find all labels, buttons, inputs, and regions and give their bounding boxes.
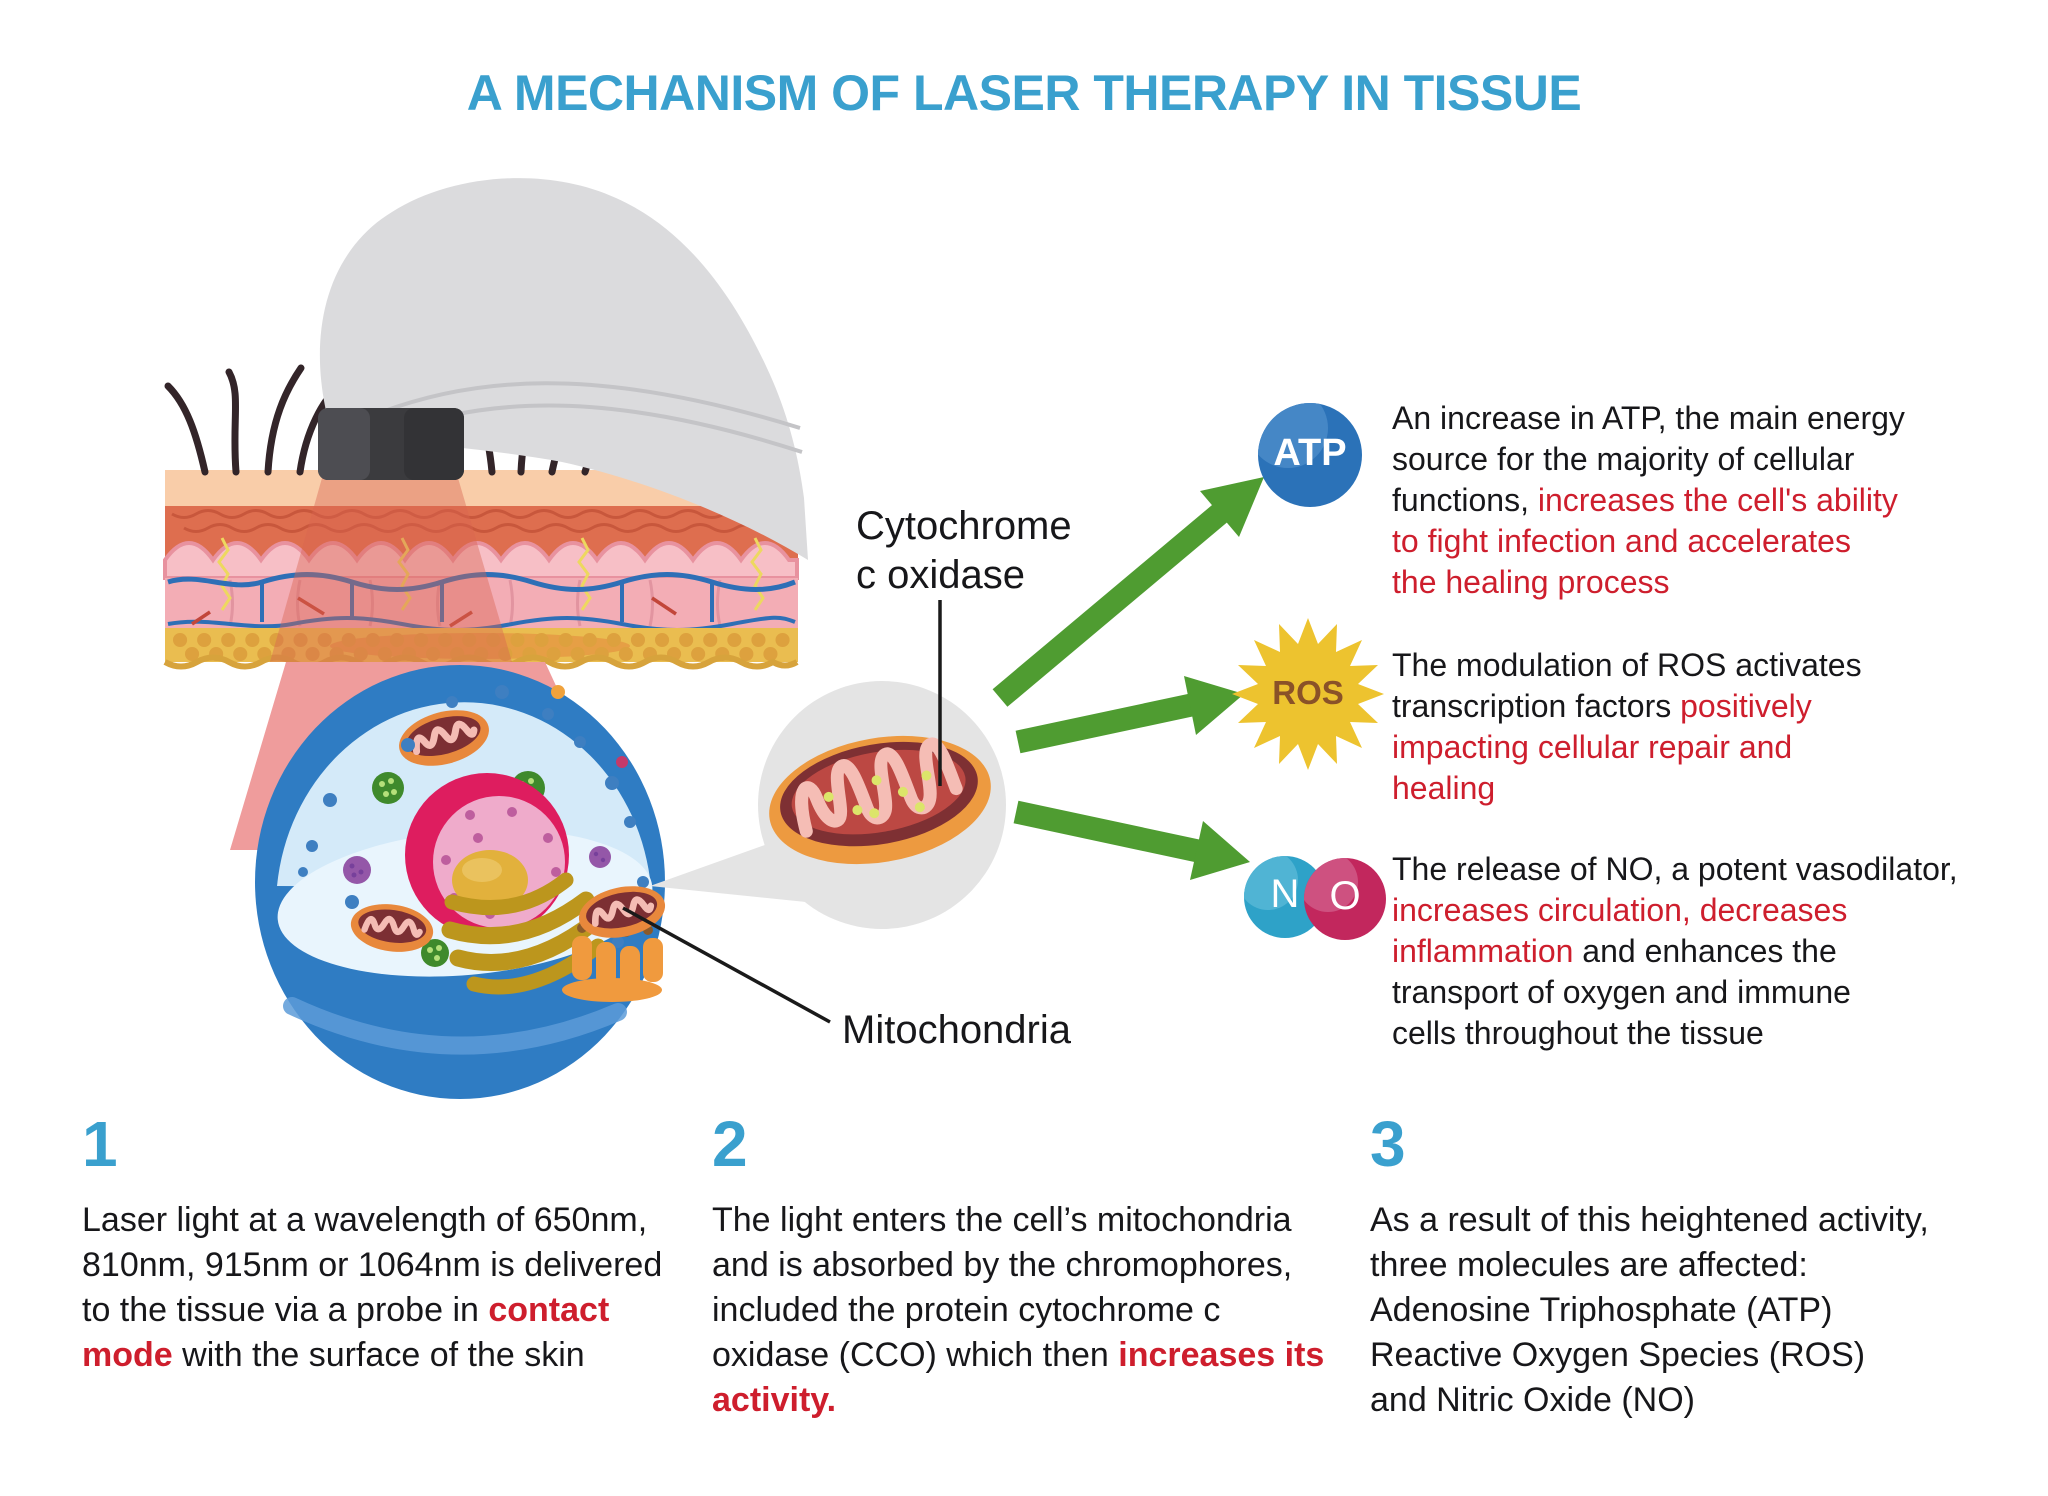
ros-icon-label: ROS xyxy=(1272,674,1344,711)
mitochondrion-highlighted xyxy=(578,886,666,938)
blood-vessels xyxy=(167,572,796,632)
cell xyxy=(255,665,666,1099)
text-segment: the healing process xyxy=(1392,564,1670,600)
text-segment: with the surface of the skin xyxy=(172,1336,585,1374)
text-segment: activity. xyxy=(712,1381,837,1419)
laser-beam-in-skin xyxy=(270,478,512,662)
arrow-to-no xyxy=(1013,800,1250,880)
text-segment: inflammation xyxy=(1392,933,1574,969)
text-segment: healing xyxy=(1392,770,1496,806)
page-title: A MECHANISM OF LASER THERAPY IN TISSUE xyxy=(466,65,1582,121)
text-segment: cells throughout the tissue xyxy=(1392,1015,1764,1051)
text-segment: increases circulation, decreases xyxy=(1392,892,1848,928)
text-segment: transcription factors xyxy=(1392,688,1681,724)
no-icon-o-label: O xyxy=(1329,874,1361,918)
text-segment: The modulation of ROS activates xyxy=(1392,647,1862,683)
no-icon-n-label: N xyxy=(1270,872,1300,916)
step-1: 1 Laser light at a wavelength of 650nm,8… xyxy=(82,1112,662,1378)
mitochondrion-small xyxy=(350,904,434,952)
text-segment: 810nm, 915nm or 1064nm is delivered xyxy=(82,1246,663,1284)
text-segment: As a result of this heightened activity, xyxy=(1370,1201,1929,1239)
text-segment: and is absorbed by the chromophores, xyxy=(712,1246,1293,1284)
ros-outcome-text: The modulation of ROS activates transcrip… xyxy=(1392,645,1862,809)
laser-probe xyxy=(318,178,808,560)
step-2-number: 2 xyxy=(712,1108,748,1180)
text-segment: The light enters the cell’s mitochondria xyxy=(712,1201,1292,1239)
text-segment: three molecules are affected: xyxy=(1370,1246,1808,1284)
text-segment: increases its xyxy=(1118,1336,1325,1374)
text-segment: source for the majority of cellular xyxy=(1392,441,1855,477)
mitochondrion-magnified xyxy=(769,735,991,865)
text-segment: to fight infection and accelerates xyxy=(1392,523,1851,559)
step-1-number: 1 xyxy=(82,1108,118,1180)
atp-icon-label: ATP xyxy=(1273,432,1347,474)
text-segment: oxidase (CCO) which then xyxy=(712,1336,1119,1374)
text-segment: Adenosine Triphosphate (ATP) xyxy=(1370,1291,1833,1329)
purple-organelle xyxy=(343,846,611,884)
mitochondrion-small xyxy=(399,710,489,766)
text-segment: Reactive Oxygen Species (ROS) xyxy=(1370,1336,1866,1374)
step-3-number: 3 xyxy=(1370,1108,1406,1180)
mitochondria-label: Mitochondria xyxy=(842,1008,1072,1052)
text-segment: to the tissue via a probe in xyxy=(82,1291,489,1329)
text-segment: mode xyxy=(82,1336,173,1374)
text-segment: The release of NO, a potent vasodilator, xyxy=(1392,851,1958,887)
text-segment: contact xyxy=(488,1291,610,1329)
atp-outcome-text: An increase in ATP, the main energy sourc… xyxy=(1392,398,1905,603)
step-2: 2 The light enters the cell’s mitochondr… xyxy=(712,1112,1324,1423)
probe-tip xyxy=(318,408,464,480)
step-1-text: Laser light at a wavelength of 650nm, 810… xyxy=(82,1198,662,1378)
text-segment: and enhances the xyxy=(1573,933,1837,969)
step-2-text: The light enters the cell’s mitochondria… xyxy=(712,1198,1324,1423)
arrow-to-ros xyxy=(1015,676,1244,754)
text-segment: included the protein cytochrome c xyxy=(712,1291,1221,1329)
text-segment: increases the cell's ability xyxy=(1537,482,1898,518)
text-segment: transport of oxygen and immune xyxy=(1392,974,1851,1010)
cytochrome-label: Cytochrome c oxidase xyxy=(856,502,1072,600)
skin-cross-section xyxy=(163,470,799,670)
magnifier-bubble xyxy=(650,681,1006,929)
step-3: 3 As a result of this heightened activit… xyxy=(1370,1112,1929,1423)
text-segment: An increase in ATP, the main energy xyxy=(1392,400,1905,436)
no-outcome-text: The release of NO, a potent vasodilator,… xyxy=(1392,849,1958,1054)
step-3-text: As a result of this heightened activity,… xyxy=(1370,1198,1929,1423)
mitochondria-pointer-line xyxy=(622,906,831,1024)
cytochrome-label-line2: c oxidase xyxy=(856,553,1025,597)
cytochrome-label-line1: Cytochrome xyxy=(856,504,1072,548)
text-segment: positively xyxy=(1680,688,1812,724)
text-segment: and Nitric Oxide (NO) xyxy=(1370,1381,1695,1419)
text-segment: impacting cellular repair and xyxy=(1392,729,1793,765)
ros-icon xyxy=(1232,618,1384,770)
nerves xyxy=(217,537,765,611)
arrow-to-atp xyxy=(992,477,1264,707)
text-segment: functions, xyxy=(1392,482,1538,518)
text-segment: Laser light at a wavelength of 650nm, xyxy=(82,1201,648,1239)
